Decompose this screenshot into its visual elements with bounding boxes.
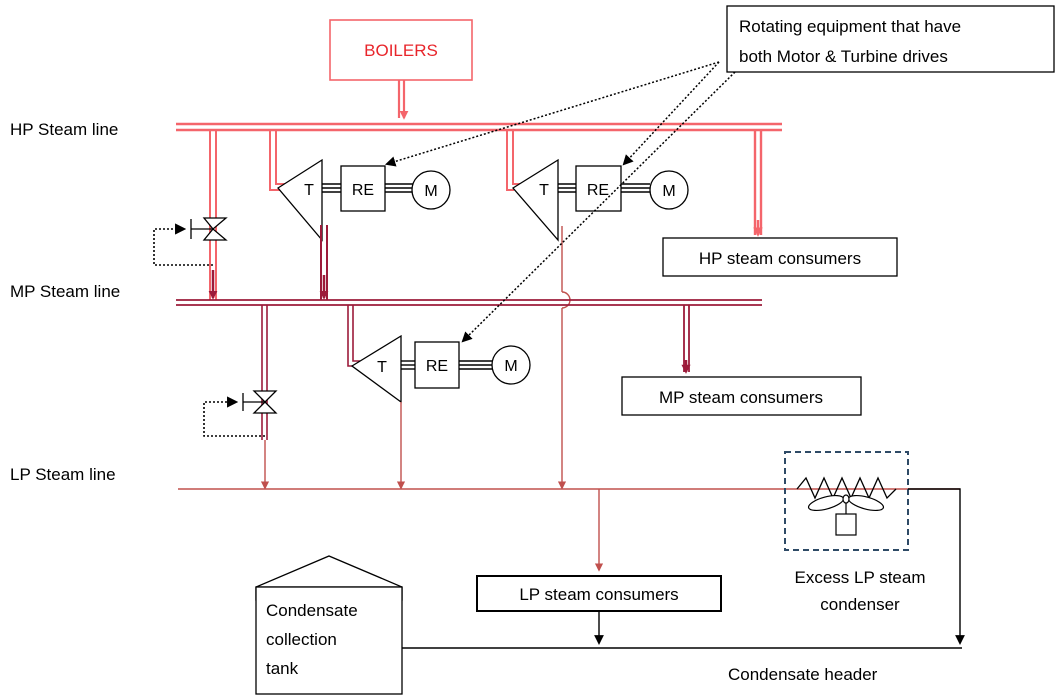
mp-to-turbine-3-pipe (347, 305, 360, 367)
mp-consumers-box: MP steam consumers (621, 376, 862, 416)
turbine-1-label: T (304, 182, 314, 199)
turbine-2 (512, 158, 559, 242)
turbine-3-label: T (377, 359, 387, 376)
hp-steam-line (176, 122, 782, 132)
turbine-1-exhaust-pipe (319, 225, 329, 300)
turbine-train-2: T RE M (512, 158, 689, 242)
callout-box: Rotating equipment that have both Motor … (726, 5, 1055, 73)
hp-consumers-box: HP steam consumers (662, 237, 898, 277)
callout-line1: Rotating equipment that have (739, 17, 961, 36)
hp-to-consumers-pipe (753, 130, 763, 237)
boiler-feed-pipe (397, 80, 409, 120)
motor-3-label: M (504, 358, 517, 375)
turbine-1 (277, 158, 323, 242)
hp-to-turbine-2-pipe (506, 130, 520, 191)
turbine-2-label: T (539, 182, 549, 199)
tank-label-line2: collection (266, 630, 337, 649)
mp-to-lp-letdown-pipe (260, 305, 270, 490)
motor-3 (491, 345, 531, 385)
re-box-3 (414, 341, 460, 389)
mp-valve-control-loop (203, 396, 265, 437)
boilers-label: BOILERS (364, 41, 438, 60)
condenser-label-line1: Excess LP steam (794, 568, 925, 587)
tank-label-line3: tank (266, 659, 299, 678)
boilers-box: BOILERS (329, 19, 473, 81)
re-3-label: RE (426, 358, 448, 375)
turbine-train-1: T RE M (277, 158, 451, 242)
excess-lp-steam-condenser (784, 451, 909, 551)
condenser-label-line2: condenser (820, 595, 900, 614)
mp-consumers-label: MP steam consumers (659, 388, 823, 407)
mp-steam-line (176, 299, 762, 306)
hp-consumers-label: HP steam consumers (699, 249, 861, 268)
hp-steam-line-label: HP Steam line (10, 120, 118, 139)
callout-pointer-lines (384, 61, 736, 343)
re-1-label: RE (352, 182, 374, 199)
mp-letdown-valve (242, 390, 278, 414)
re-2-label: RE (587, 182, 609, 199)
lp-consumers-box: LP steam consumers (476, 575, 722, 612)
hp-to-mp-letdown-pipe (208, 130, 218, 300)
mp-to-consumers-pipe (681, 305, 691, 374)
motor-1-label: M (424, 183, 437, 200)
motor-2-label: M (662, 183, 675, 200)
callout-line2: both Motor & Turbine drives (739, 47, 948, 66)
lp-consumers-label: LP steam consumers (519, 585, 678, 604)
hp-to-turbine-1-pipe (269, 130, 286, 191)
hp-letdown-valve (190, 217, 228, 241)
re-box-2 (575, 165, 622, 212)
tank-label-line1: Condensate (266, 601, 358, 620)
condenser-outlet-pipe (908, 488, 965, 645)
motor-2 (649, 170, 689, 210)
condensate-header-label: Condensate header (728, 665, 878, 684)
mp-steam-line-label: MP Steam line (10, 282, 120, 301)
condensate-collection-tank (255, 555, 403, 695)
turbine-train-3: T RE M (350, 334, 531, 404)
turbine-2-exhaust-pipe (557, 226, 571, 490)
lp-steam-line-label: LP Steam line (10, 465, 116, 484)
motor-1 (411, 170, 451, 210)
hp-valve-control-loop (153, 223, 213, 266)
